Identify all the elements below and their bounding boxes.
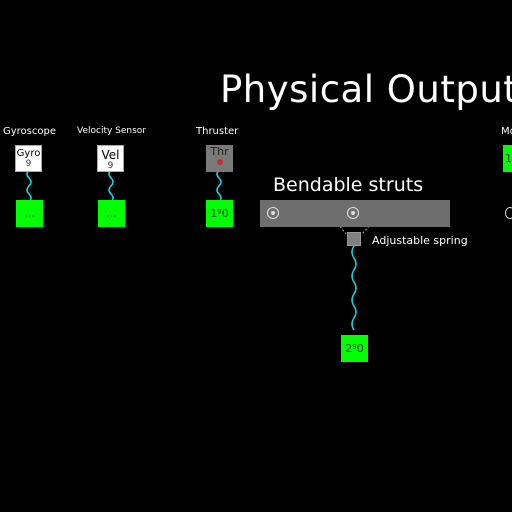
spring-caption: Adjustable spring bbox=[372, 234, 468, 247]
struts-label: Bendable struts bbox=[273, 174, 424, 196]
gyro-wire bbox=[26, 169, 32, 203]
motor-caption: Mo bbox=[501, 126, 512, 137]
thruster-device[interactable]: Thr bbox=[206, 145, 233, 172]
velocity-key: 9 bbox=[107, 161, 114, 171]
gyroscope-output-block[interactable]: ... bbox=[16, 200, 43, 227]
strut-joint-right-icon[interactable] bbox=[347, 207, 359, 219]
velocity-sensor[interactable]: Vel 9 bbox=[97, 145, 124, 172]
thruster-indicator-icon bbox=[216, 159, 223, 165]
thruster-output-block[interactable]: 1⁹0 bbox=[206, 200, 233, 227]
motor-knob-icon bbox=[505, 207, 512, 219]
gyroscope-caption: Gyroscope bbox=[3, 126, 57, 137]
spring-output-block[interactable]: 2⁹0 bbox=[341, 335, 368, 362]
strut-joint-left-icon[interactable] bbox=[267, 207, 279, 219]
page-title: Physical Output bbox=[220, 68, 512, 111]
gyroscope-sensor[interactable]: Gyro 9 bbox=[15, 145, 42, 172]
spring-wire bbox=[351, 245, 357, 331]
thruster-wire bbox=[216, 169, 222, 203]
velocity-label: Vel bbox=[101, 148, 120, 162]
gyroscope-label: Gyro bbox=[16, 148, 41, 159]
velocity-output-block[interactable]: ... bbox=[98, 200, 125, 227]
velocity-wire bbox=[108, 169, 114, 203]
velocity-sensor-caption: Velocity Sensor bbox=[77, 126, 147, 136]
spring-handle[interactable] bbox=[347, 232, 361, 246]
motor-output-block[interactable]: 1 bbox=[503, 145, 512, 172]
thruster-caption: Thruster bbox=[196, 126, 239, 137]
thruster-label: Thr bbox=[210, 145, 229, 158]
gyroscope-key: 9 bbox=[25, 159, 32, 169]
